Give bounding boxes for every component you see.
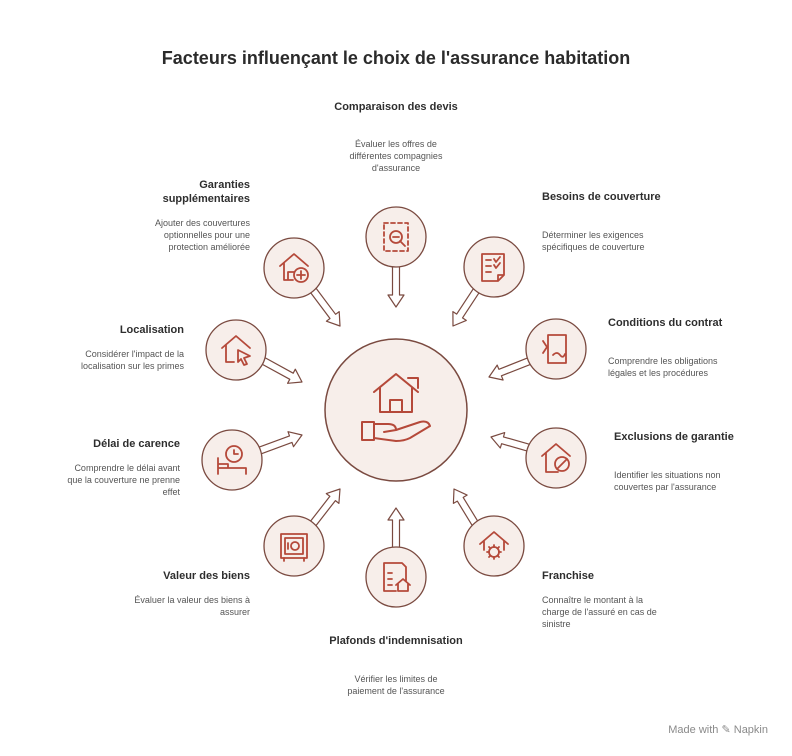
house-gear-icon: [479, 531, 509, 560]
arrow-10: [309, 287, 341, 327]
factor-node-2: [463, 236, 525, 298]
factor-desc-10: Ajouter des couvertures optionnelles pou…: [154, 218, 250, 252]
factor-node-6: [365, 546, 427, 608]
arrow-7: [308, 488, 341, 528]
factor-desc-3: Comprendre les obligations légales et le…: [608, 356, 718, 378]
factor-node-10: [263, 237, 325, 299]
safe-icon: [280, 533, 308, 562]
document-house-icon: [383, 562, 411, 592]
factor-title-2: Besoins de couverture: [542, 191, 661, 203]
arrow-2: [452, 285, 482, 327]
factor-node-1: [365, 206, 427, 268]
factor-desc-7: Évaluer la valeur des biens à assurer: [134, 595, 250, 617]
factor-title-1: Comparaison des devis: [334, 101, 458, 113]
factor-title-10: Garanties supplémentaires: [162, 179, 250, 205]
arrow-5: [452, 488, 480, 528]
factor-node-9: [205, 319, 267, 381]
factor-desc-2: Déterminer les exigences spécifiques de …: [542, 230, 645, 252]
factor-desc-6: Vérifier les limites de paiement de l'as…: [347, 674, 445, 696]
diagram-title: Facteurs influençant le choix de l'assur…: [161, 48, 631, 68]
factor-desc-1: Évaluer les offres de différentes compag…: [349, 139, 443, 173]
arrow-3: [488, 356, 534, 381]
factor-title-4: Exclusions de garantie: [614, 431, 734, 443]
footer-brand: Napkin: [733, 724, 768, 736]
footer-made-with: Made with: [668, 724, 719, 736]
house-blocked-icon: [541, 443, 571, 473]
bed-clock-icon: [217, 445, 247, 475]
arrow-9: [257, 355, 303, 384]
house-cursor-icon: [221, 335, 251, 366]
napkin-logo-icon: ✎: [721, 724, 731, 736]
house-in-hand-icon: [361, 373, 431, 442]
factor-node-7: [263, 515, 325, 577]
arrow-1: [387, 261, 405, 308]
factor-node-3: [525, 318, 587, 380]
factor-node-5: [463, 515, 525, 577]
footer: Made with ✎ Napkin: [668, 723, 768, 736]
center-hub: [324, 338, 468, 482]
signed-contract-icon: [542, 334, 567, 364]
factor-title-8: Délai de carence: [93, 438, 180, 450]
factor-nodes-layer: [201, 206, 587, 608]
factor-node-4: [525, 427, 587, 489]
factor-title-3: Conditions du contrat: [608, 317, 723, 329]
search-document-icon: [383, 222, 409, 252]
factor-desc-9: Considérer l'impact de la localisation s…: [80, 349, 184, 371]
house-plus-icon: [279, 253, 309, 283]
arrow-8: [254, 431, 303, 456]
factor-title-6: Plafonds d'indemnisation: [329, 635, 463, 647]
factor-title-5: Franchise: [542, 570, 594, 582]
arrow-6: [387, 507, 405, 553]
arrows-layer: [254, 261, 535, 553]
factor-desc-8: Comprendre le délai avant que la couvert…: [67, 463, 180, 497]
factor-title-9: Localisation: [119, 324, 184, 336]
factor-node-8: [201, 429, 263, 491]
checklist-icon: [481, 253, 505, 282]
factor-desc-5: Connaître le montant à la charge de l'as…: [542, 595, 657, 629]
factor-desc-4: Identifier les situations non couvertes …: [614, 470, 721, 492]
factor-title-7: Valeur des biens: [163, 570, 250, 582]
